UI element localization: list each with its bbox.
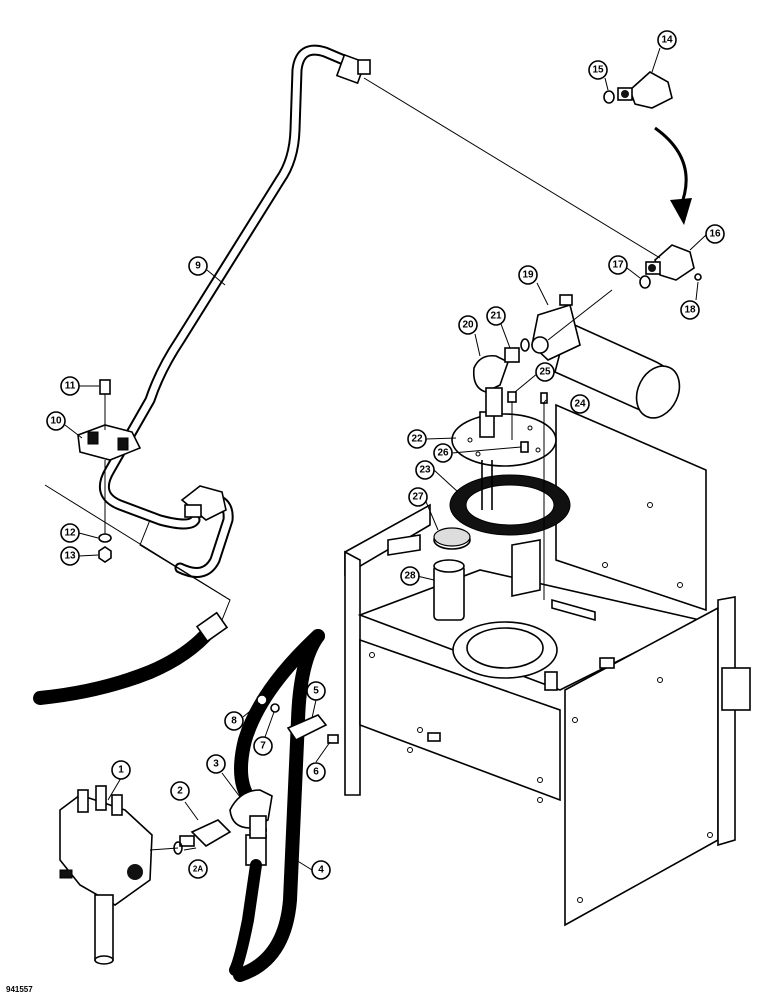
callout-8: 8 — [224, 711, 244, 731]
hydraulic-filter — [531, 294, 681, 419]
callout-24: 24 — [570, 394, 590, 414]
clamp-hardware — [77, 379, 142, 563]
svg-text:25: 25 — [539, 367, 551, 378]
callout-4: 4 — [311, 860, 331, 880]
callout-28: 28 — [400, 566, 420, 586]
callout-20: 20 — [458, 315, 478, 335]
hydraulic-tank-frame — [344, 403, 751, 927]
callout-3: 3 — [206, 754, 226, 774]
callout-14: 14 — [657, 30, 677, 50]
svg-text:11: 11 — [65, 381, 76, 392]
svg-text:9: 9 — [195, 261, 201, 272]
svg-text:2A: 2A — [193, 865, 203, 874]
callout-bubbles: 1 2 2A 3 4 5 6 7 8 9 10 11 12 13 14 15 1… — [46, 30, 725, 880]
control-valve-assembly — [59, 785, 273, 965]
callout-27: 27 — [408, 487, 428, 507]
svg-text:5: 5 — [313, 686, 319, 697]
svg-text:18: 18 — [684, 305, 696, 316]
svg-text:8: 8 — [231, 716, 237, 727]
svg-text:26: 26 — [437, 448, 449, 459]
callout-10: 10 — [46, 411, 66, 431]
svg-text:7: 7 — [260, 741, 266, 752]
callout-2a: 2A — [188, 859, 208, 879]
svg-text:21: 21 — [490, 311, 502, 322]
svg-text:22: 22 — [411, 434, 423, 445]
callout-21: 21 — [486, 306, 506, 326]
svg-text:12: 12 — [64, 528, 76, 539]
callout-leaders — [64, 47, 707, 871]
svg-text:2: 2 — [177, 786, 183, 797]
figure-number: 941557 — [6, 985, 33, 994]
fittings-group — [363, 71, 702, 417]
callout-9: 9 — [188, 256, 208, 276]
svg-text:23: 23 — [419, 465, 431, 476]
callout-15: 15 — [588, 60, 608, 80]
callout-11: 11 — [60, 376, 80, 396]
svg-text:14: 14 — [661, 35, 673, 46]
svg-text:17: 17 — [612, 260, 624, 271]
hoses — [33, 611, 339, 982]
svg-text:27: 27 — [412, 492, 424, 503]
callout-5: 5 — [306, 681, 326, 701]
callout-22: 22 — [407, 429, 427, 449]
svg-text:16: 16 — [709, 229, 721, 240]
callout-1: 1 — [111, 760, 131, 780]
svg-text:20: 20 — [462, 320, 474, 331]
callout-23: 23 — [415, 460, 435, 480]
callout-7: 7 — [253, 736, 273, 756]
callout-16: 16 — [705, 224, 725, 244]
callout-13: 13 — [60, 546, 80, 566]
callout-6: 6 — [306, 762, 326, 782]
svg-text:19: 19 — [522, 270, 534, 281]
callout-25: 25 — [535, 362, 555, 382]
svg-text:13: 13 — [64, 551, 76, 562]
callout-2: 2 — [170, 781, 190, 801]
svg-text:10: 10 — [50, 416, 62, 427]
svg-text:28: 28 — [404, 571, 416, 582]
tank-cover-assembly — [433, 391, 571, 621]
return-tube — [98, 44, 371, 578]
svg-text:15: 15 — [592, 65, 604, 76]
callout-12: 12 — [60, 523, 80, 543]
callout-17: 17 — [608, 255, 628, 275]
callout-18: 18 — [680, 300, 700, 320]
svg-text:6: 6 — [313, 767, 319, 778]
svg-text:3: 3 — [213, 759, 219, 770]
callout-26: 26 — [433, 443, 453, 463]
callout-19: 19 — [518, 265, 538, 285]
svg-text:4: 4 — [318, 865, 324, 876]
svg-text:24: 24 — [574, 399, 586, 410]
svg-text:1: 1 — [118, 765, 124, 776]
